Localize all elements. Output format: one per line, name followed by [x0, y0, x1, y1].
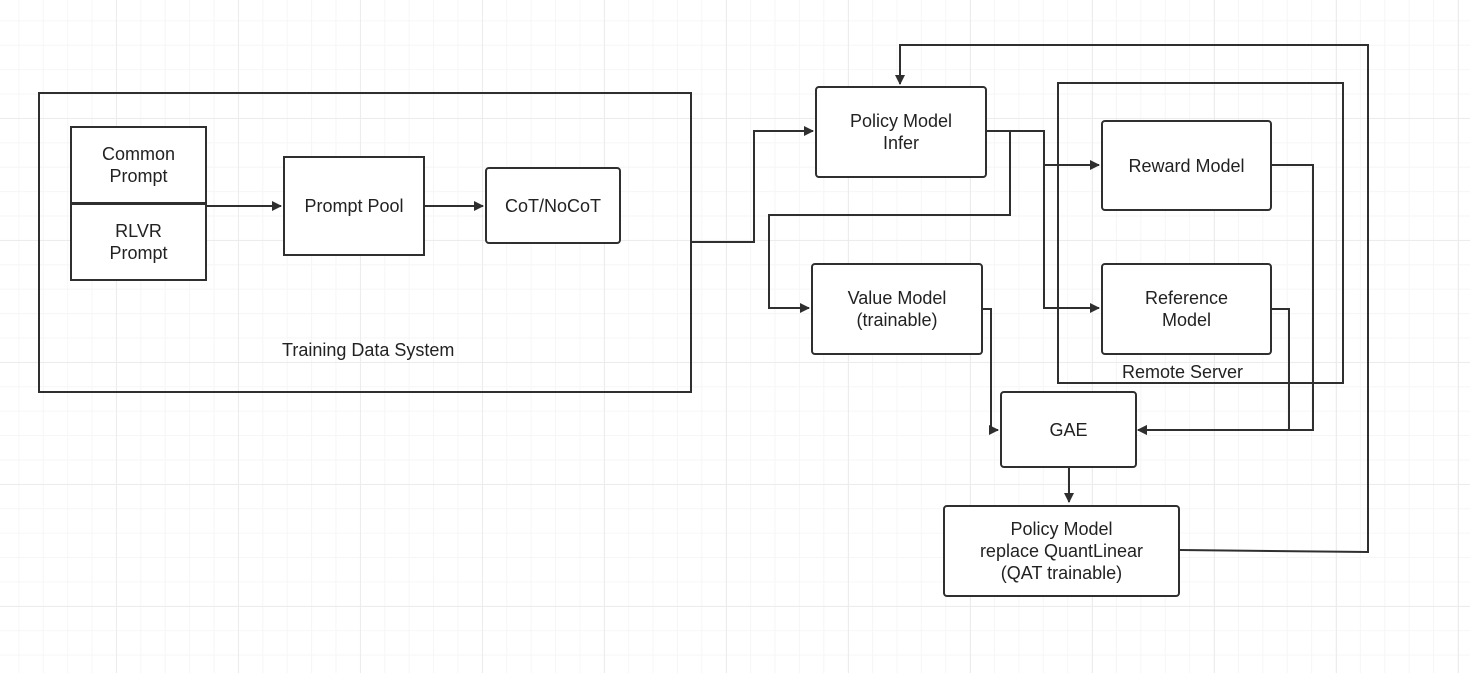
- remote-server-container: [1057, 82, 1344, 384]
- rlvr-prompt-label: RLVR Prompt: [109, 221, 168, 263]
- value-model-node[interactable]: Value Model (trainable): [811, 263, 983, 355]
- prompt-pool-node[interactable]: Prompt Pool: [283, 156, 425, 256]
- remote-server-label: Remote Server: [1122, 362, 1244, 382]
- cot-nocot-label: CoT/NoCoT: [504, 195, 602, 216]
- policy-model-infer-label: Policy Model Infer: [849, 111, 953, 153]
- training-data-system-label: Training Data System: [282, 340, 455, 360]
- policy-model-qat-label: Policy Model replace QuantLinear (QAT tr…: [979, 519, 1144, 583]
- cot-nocot-node[interactable]: CoT/NoCoT: [485, 167, 621, 244]
- edge-policy-to-value: [768, 131, 1011, 313]
- edge-policy-to-reference: [987, 130, 1100, 313]
- edge-policy-qat-to-policy-infer: [895, 44, 1369, 554]
- edge-reference-to-gae: [1137, 308, 1290, 435]
- reference-model-node[interactable]: Reference Model: [1101, 263, 1272, 355]
- rlvr-prompt-node[interactable]: RLVR Prompt: [70, 203, 207, 281]
- policy-model-infer-node[interactable]: Policy Model Infer: [815, 86, 987, 178]
- value-model-label: Value Model (trainable): [847, 288, 947, 330]
- gae-label: GAE: [1049, 419, 1088, 440]
- common-prompt-node[interactable]: Common Prompt: [70, 126, 207, 204]
- edge-system-to-policy-infer: [692, 126, 814, 243]
- gae-node[interactable]: GAE: [1000, 391, 1137, 468]
- training-data-system-container: [38, 92, 692, 393]
- edge-value-to-gae: [983, 308, 999, 435]
- reward-model-node[interactable]: Reward Model: [1101, 120, 1272, 211]
- common-prompt-label: Common Prompt: [101, 144, 176, 186]
- prompt-pool-label: Prompt Pool: [304, 196, 404, 216]
- reward-model-label: Reward Model: [1128, 155, 1245, 176]
- reference-model-label: Reference Model: [1144, 288, 1229, 330]
- policy-model-qat-node[interactable]: Policy Model replace QuantLinear (QAT tr…: [943, 505, 1180, 597]
